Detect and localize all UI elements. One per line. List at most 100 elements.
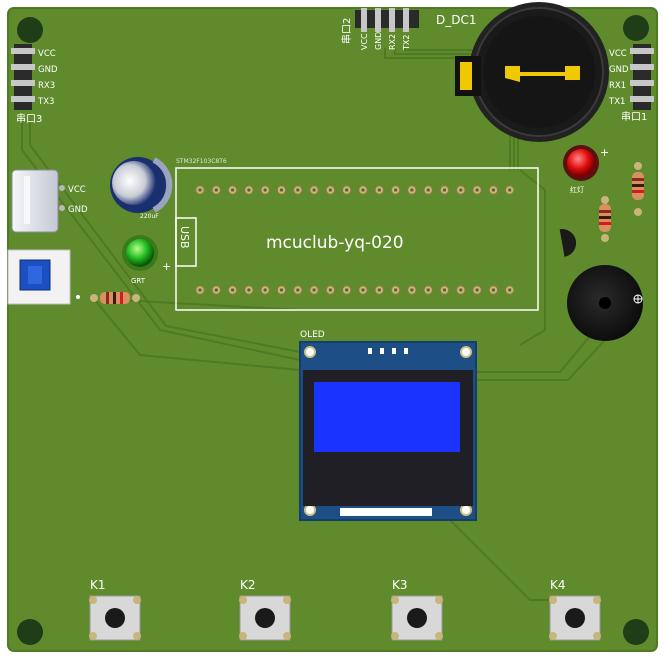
usb-c-pin-gnd: GND: [68, 205, 88, 215]
uart3-pin-3: RX3: [38, 81, 55, 91]
mcu-pin-hole: [345, 288, 349, 292]
mcu-pin-hole: [377, 288, 381, 292]
mount-hole-bl: [17, 619, 43, 645]
button-k3-label: K3: [392, 578, 408, 592]
oled-display: [299, 341, 477, 521]
battery-label: D_DC1: [436, 13, 477, 27]
resistor-right-1: [599, 196, 611, 242]
mount-hole-br: [623, 619, 649, 645]
uart2-header[interactable]: [355, 8, 419, 32]
mcu-pins-top: [195, 185, 515, 195]
button-k2-label: K2: [240, 578, 256, 592]
usb-pad-2: [59, 205, 65, 211]
electrolytic-capacitor: [110, 157, 173, 213]
mcu-pin-hole: [508, 188, 512, 192]
mcu-pin-hole: [361, 288, 365, 292]
mcu-pin-hole: [328, 288, 332, 292]
mcu-pin-hole: [426, 188, 430, 192]
usb-label: USB: [178, 226, 191, 249]
mcu-module-small-text: STM32F103C8T6: [176, 158, 227, 165]
buzzer: [567, 265, 643, 341]
red-led-plus: +: [600, 146, 609, 159]
mcu-pin-hole: [312, 288, 316, 292]
mcu-pin-hole: [475, 188, 479, 192]
mcu-pin-hole: [263, 288, 267, 292]
mcu-pin-hole: [394, 288, 398, 292]
mcu-pin-hole: [247, 188, 251, 192]
mcu-pin-hole: [263, 188, 267, 192]
mcu-pin-hole: [410, 188, 414, 192]
mcu-pin-hole: [231, 188, 235, 192]
board-title: mcuclub-yq-020: [266, 233, 404, 253]
mount-hole-tl: [17, 17, 43, 43]
green-led: [122, 235, 158, 271]
transistor: [559, 229, 577, 257]
uart2-pin-3: RX2: [388, 34, 397, 50]
uart3-header[interactable]: [11, 44, 35, 110]
red-led: [563, 145, 599, 181]
button-k1[interactable]: [89, 595, 141, 641]
mcu-pin-hole: [214, 188, 218, 192]
uart1-pin-3: RX1: [609, 81, 626, 91]
usb-c-pin-vcc: VCC: [68, 185, 86, 195]
green-led-label: GRT: [131, 277, 146, 285]
mcu-pin-hole: [394, 188, 398, 192]
mcu-pin-hole: [214, 288, 218, 292]
red-led-label: 红灯: [570, 185, 584, 194]
mcu-pin-hole: [377, 188, 381, 192]
power-switch[interactable]: [7, 249, 71, 305]
mcu-pin-hole: [508, 288, 512, 292]
uart1-pin-4: TX1: [608, 97, 625, 107]
button-k4[interactable]: [549, 595, 601, 641]
battery-holder: [455, 2, 609, 142]
mcu-pin-hole: [198, 188, 202, 192]
mcu-pin-hole: [442, 288, 447, 292]
mcu-pin-hole: [459, 188, 463, 192]
uart2-label: 串口2: [341, 18, 353, 44]
switch-dot: [76, 295, 80, 299]
mcu-pin-hole: [459, 288, 463, 292]
uart1-pin-2: GND: [609, 65, 629, 75]
mcu-pin-hole: [198, 288, 202, 292]
mcu-pin-hole: [279, 188, 284, 192]
green-led-plus: +: [162, 260, 171, 273]
mcu-pin-hole: [491, 188, 495, 192]
usb-c-connector[interactable]: [11, 169, 59, 233]
mcu-pin-hole: [296, 188, 300, 192]
uart1-label: 串口1: [621, 111, 647, 123]
button-k3[interactable]: [391, 595, 443, 641]
resistor-right-2: [632, 162, 644, 216]
uart3-pin-1: VCC: [38, 49, 56, 59]
capacitor-label: 220uF: [140, 213, 159, 220]
mcu-pin-hole: [279, 288, 284, 292]
mcu-module: [175, 167, 539, 311]
mcu-pin-hole: [345, 188, 349, 192]
uart2-pin-1: VCC: [360, 33, 369, 50]
mcu-pin-hole: [296, 288, 300, 292]
mcu-pin-hole: [231, 288, 235, 292]
mcu-pin-hole: [361, 188, 365, 192]
uart1-pin-1: VCC: [609, 49, 627, 59]
uart3-label: 串口3: [16, 113, 42, 125]
resistor-left: [90, 292, 140, 304]
mcu-pin-hole: [442, 188, 447, 192]
uart1-header[interactable]: [630, 44, 654, 110]
usb-pad-1: [59, 185, 65, 191]
button-k1-label: K1: [90, 578, 106, 592]
mcu-pin-hole: [247, 288, 251, 292]
button-k2[interactable]: [239, 595, 291, 641]
uart3-pin-2: GND: [38, 65, 58, 75]
uart2-pin-4: TX2: [402, 35, 411, 51]
oled-label: OLED: [300, 330, 325, 340]
button-k4-label: K4: [550, 578, 566, 592]
mount-hole-tr: [623, 15, 649, 41]
mcu-pin-hole: [426, 288, 430, 292]
mcu-pin-hole: [410, 288, 414, 292]
mcu-pins-bottom: [195, 285, 515, 295]
uart3-pin-4: TX3: [37, 97, 54, 107]
mcu-pin-hole: [328, 188, 332, 192]
mcu-pin-hole: [312, 188, 316, 192]
mcu-pin-hole: [491, 288, 495, 292]
mcu-pin-hole: [475, 288, 479, 292]
